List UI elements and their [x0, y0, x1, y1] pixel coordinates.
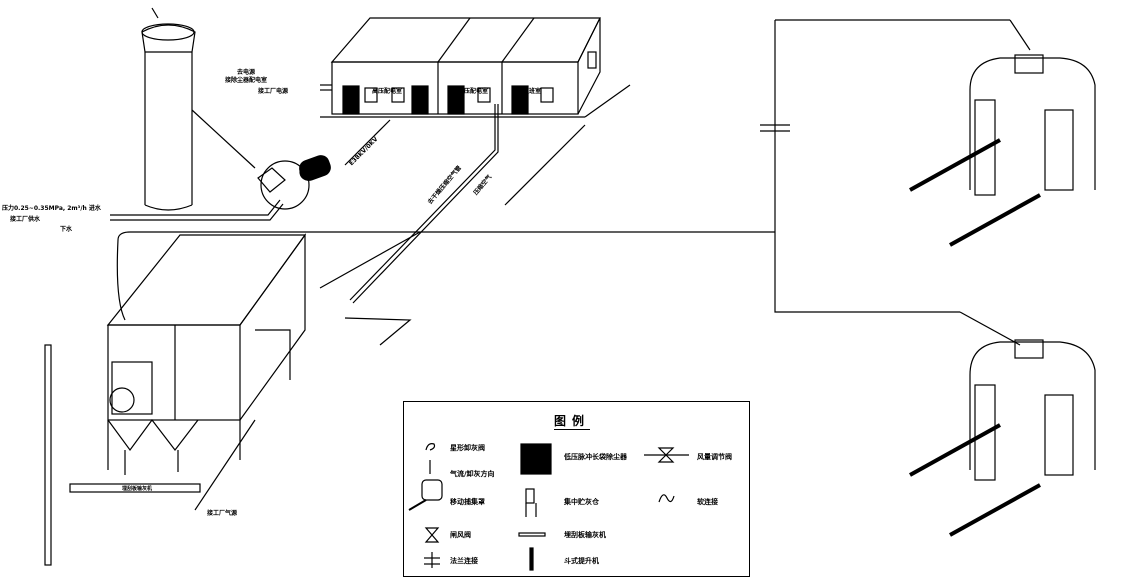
legend-label: 移动捕集罩: [450, 498, 485, 506]
factory-gas-label: 接工厂气源: [207, 510, 238, 517]
main-duct: [300, 19, 1031, 346]
power-source-label: 去电源: [237, 69, 256, 76]
bag-filter-icon: [520, 443, 552, 475]
building-room-2: 低压配电室: [458, 88, 489, 95]
factory-water-label: 接工厂供水: [10, 216, 41, 223]
mobile-hood-1: [909, 54, 1096, 247]
scraper-conveyor-icon: [518, 532, 546, 537]
legend-label: 斗式提升机: [564, 557, 599, 565]
legend-symbols: [408, 443, 689, 571]
legend: 图例 星形卸灰阀 气流/卸灰方向 移动捕集罩 闸风阀 法兰连接 低压脉冲长袋除尘…: [403, 401, 750, 577]
legend-label: 气流/卸灰方向: [450, 470, 495, 478]
flange-icon: [424, 552, 440, 568]
building: [320, 17, 631, 304]
star-valve-icon: [425, 443, 436, 451]
ash-silo-icon: [525, 488, 537, 517]
building-room-1: 高压配电室: [372, 88, 403, 95]
drain-label: 下水: [60, 226, 73, 233]
bag-filter: [106, 231, 307, 475]
chimney: [141, 7, 196, 211]
legend-label: 法兰连接: [450, 557, 478, 565]
soft-joint-icon: [658, 494, 675, 503]
legend-label: 集中贮灰仓: [564, 498, 599, 506]
butterfly-valve-icon: [424, 527, 440, 543]
mobile-hood-icon: [408, 479, 443, 511]
water-supply-label: 压力0.25~0.35MPa, 2m³/h 进水: [2, 205, 101, 212]
bucket-elevator: [44, 344, 52, 566]
mobile-hood-2: [909, 339, 1096, 537]
legend-label: 闸风阀: [450, 531, 471, 539]
legend-label: 埋刮板输灰机: [564, 531, 606, 539]
conveyor-text: 埋刮板输灰机: [122, 486, 153, 492]
gas-line: [194, 419, 256, 511]
legend-title: 图例: [554, 414, 591, 430]
legend-label: 软连接: [697, 498, 718, 506]
legend-label: 风量调节阀: [697, 453, 732, 461]
damper-icon: [644, 447, 689, 463]
legend-label: 低压脉冲长袋除尘器: [564, 453, 627, 461]
scraper-conveyor: [69, 483, 201, 493]
building-room-3: 值班室: [523, 88, 542, 95]
legend-label: 星形卸灰阀: [450, 444, 485, 452]
factory-power-label: 接工厂电源: [258, 88, 289, 95]
bucket-elevator-icon: [529, 547, 534, 571]
dust-panel-label: 接除尘器配电室: [225, 77, 268, 84]
fan: [110, 109, 331, 221]
